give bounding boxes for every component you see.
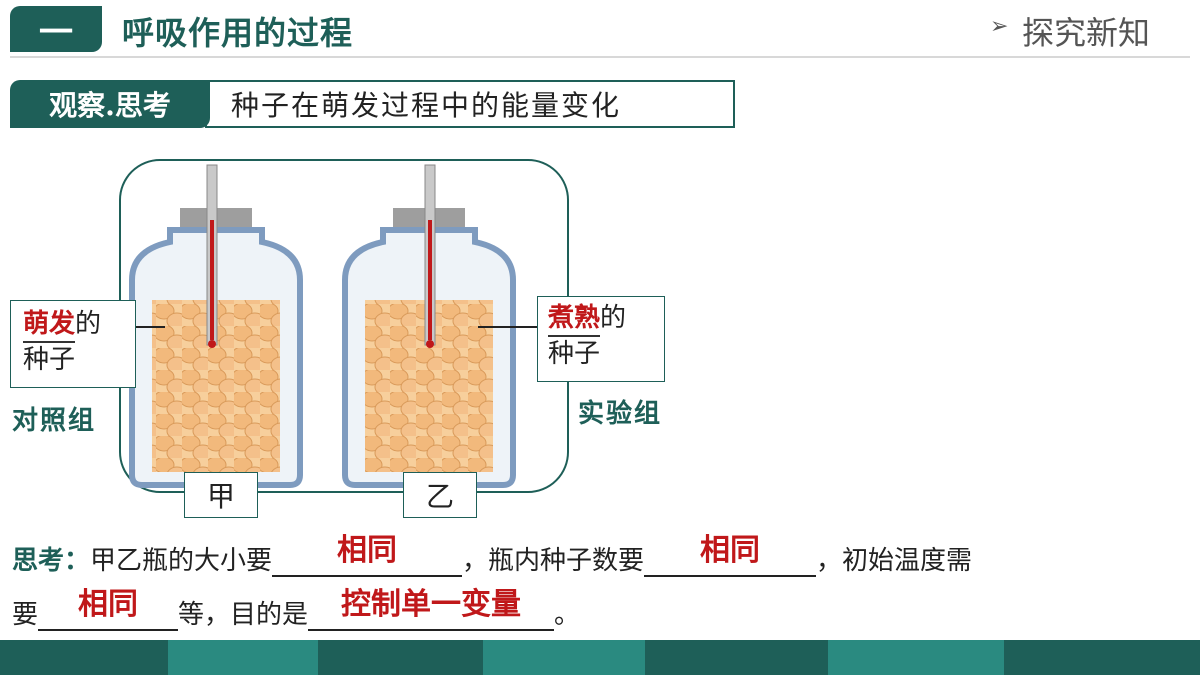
blank-jar-size: 相同 (272, 533, 463, 577)
left-callout-answer: 萌发 (23, 307, 76, 343)
right-callout: 煮熟的 种子 (537, 296, 665, 382)
think-text-5: 等，目的是 (178, 600, 309, 630)
think-text-4: 要 (12, 600, 39, 630)
think-text-6: 。 (554, 600, 581, 630)
left-callout-line2: 种子 (23, 345, 76, 375)
footer-segment (168, 640, 318, 675)
footer-bar (0, 640, 1200, 675)
blank-purpose: 控制单一变量 (308, 587, 555, 631)
think-text-2: ，瓶内种子数要 (462, 546, 645, 576)
left-callout-suffix: 的 (75, 309, 102, 339)
blank-jar-size-answer: 相同 (337, 533, 398, 568)
left-callout: 萌发的 种子 (10, 300, 136, 388)
jar-a (129, 164, 303, 488)
think-line-2: 要 相同 等，目的是 控制单一变量 。 (12, 587, 581, 631)
observe-label: 观察.思考 (10, 80, 210, 128)
section-tag: 探究新知 (1022, 14, 1151, 52)
think-text-1: 甲乙瓶的大小要 (90, 546, 273, 576)
think-label: 思考： (12, 546, 91, 576)
blank-seed-count-answer: 相同 (700, 533, 761, 568)
think-text-3: ，初始温度需 (816, 546, 973, 576)
blank-initial-temp: 相同 (38, 587, 179, 631)
jar-b (342, 164, 516, 488)
section-number-badge: 一 (10, 6, 102, 53)
jar-b-label: 乙 (403, 472, 477, 518)
control-group-label: 对照组 (12, 406, 97, 436)
experiment-group-label: 实验组 (578, 399, 663, 429)
footer-segment (828, 640, 1004, 675)
footer-segment (483, 640, 645, 675)
right-callout-suffix: 的 (600, 303, 627, 333)
experiment-diagram (119, 159, 569, 493)
think-line-1: 思考：甲乙瓶的大小要 相同 ，瓶内种子数要 相同 ，初始温度需 (12, 533, 973, 577)
arrow-icon: ➢ (990, 14, 1009, 39)
blank-seed-count: 相同 (644, 533, 817, 577)
jar-a-label: 甲 (184, 472, 258, 518)
blank-purpose-answer: 控制单一变量 (341, 587, 522, 622)
blank-initial-temp-answer: 相同 (78, 587, 139, 622)
header-divider (10, 56, 1190, 58)
section-title: 呼吸作用的过程 (122, 14, 354, 52)
right-callout-answer: 煮熟 (548, 301, 601, 337)
observe-topic: 种子在萌发过程中的能量变化 (205, 80, 735, 128)
right-callout-line2: 种子 (548, 339, 601, 369)
